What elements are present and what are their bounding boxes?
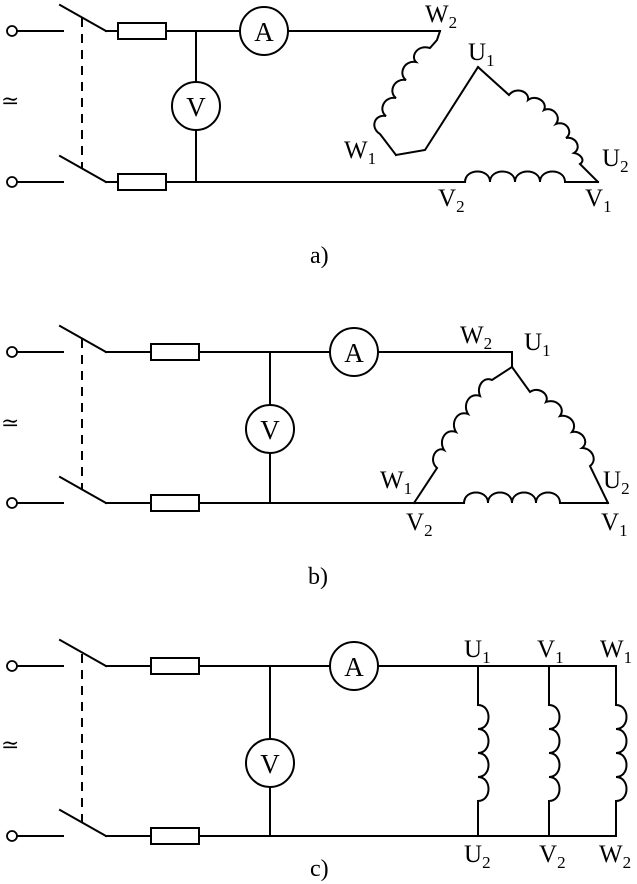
ammeter <box>329 327 379 377</box>
terminal-label-w1: W1 <box>380 467 412 498</box>
terminal-label-v2: V2 <box>406 509 433 540</box>
ammeter-label: A <box>344 652 364 682</box>
terminal-label-u1: U1 <box>464 636 491 667</box>
supply-terminal-bottom <box>6 176 18 188</box>
voltmeter <box>245 404 295 454</box>
panel-caption-a: a) <box>310 243 329 269</box>
terminal-label-v1: V1 <box>537 636 564 667</box>
terminal-label-w2: W2 <box>425 1 457 32</box>
fuse-top <box>117 22 167 40</box>
double-pole-switch <box>58 324 108 505</box>
winding-w <box>412 365 514 505</box>
winding-v <box>462 491 609 505</box>
voltmeter-label: V <box>260 415 280 445</box>
ac-source-symbol: ≃ <box>1 88 19 113</box>
double-pole-switch <box>58 3 108 184</box>
double-pole-switch <box>58 638 108 838</box>
winding-v <box>548 665 561 837</box>
fuse-bottom <box>150 494 200 512</box>
winding-u <box>477 665 490 837</box>
terminal-label-u1: U1 <box>468 39 495 70</box>
fuse-bottom <box>117 173 167 191</box>
terminal-label-w1: W1 <box>344 137 376 168</box>
fuse-top <box>150 657 200 675</box>
panel-a: ≃ V A W2 U1 W1 U2 V2 V <box>1 1 629 269</box>
supply-terminal-top <box>6 660 18 672</box>
terminal-label-v1: V1 <box>585 185 612 216</box>
voltmeter <box>171 81 221 131</box>
winding-u <box>510 365 610 505</box>
ammeter-label: A <box>344 338 364 368</box>
ac-source-symbol: ≃ <box>1 732 19 757</box>
terminal-label-u2: U2 <box>602 145 629 176</box>
voltmeter <box>245 738 295 788</box>
winding-w <box>615 665 628 837</box>
fuse-top <box>150 343 200 361</box>
supply-terminal-top <box>6 25 18 37</box>
fuse-bottom <box>150 827 200 845</box>
voltmeter-label: V <box>260 749 280 779</box>
winding-u <box>476 65 600 184</box>
ammeter-label: A <box>254 17 274 47</box>
winding-v <box>463 170 599 184</box>
winding-w <box>373 29 442 157</box>
ammeter <box>329 641 379 691</box>
terminal-label-w2: W2 <box>599 841 631 872</box>
winding-link <box>394 65 480 157</box>
ac-source-symbol: ≃ <box>1 410 19 435</box>
ammeter <box>239 6 289 56</box>
terminal-label-v1: V1 <box>601 509 628 540</box>
terminal-label-u1: U1 <box>524 329 551 360</box>
terminal-label-v2: V2 <box>539 841 566 872</box>
panel-b: ≃ V A W2 U1 W1 U2 V2 V1 b) <box>1 322 630 590</box>
supply-terminal-bottom <box>6 497 18 509</box>
voltmeter-label: V <box>186 92 206 122</box>
supply-terminal-bottom <box>6 830 18 842</box>
terminal-label-w2: W2 <box>460 322 492 353</box>
panel-caption-c: c) <box>310 856 329 882</box>
terminal-label-w1: W1 <box>600 636 632 667</box>
panel-caption-b: b) <box>308 564 328 590</box>
supply-terminal-top <box>6 346 18 358</box>
terminal-label-v2: V2 <box>438 185 465 216</box>
terminal-label-u2: U2 <box>603 467 630 498</box>
panel-c: ≃ V A U1 V1 W1 U2 V2 W2 c) <box>1 636 632 882</box>
terminal-label-u2: U2 <box>464 841 491 872</box>
